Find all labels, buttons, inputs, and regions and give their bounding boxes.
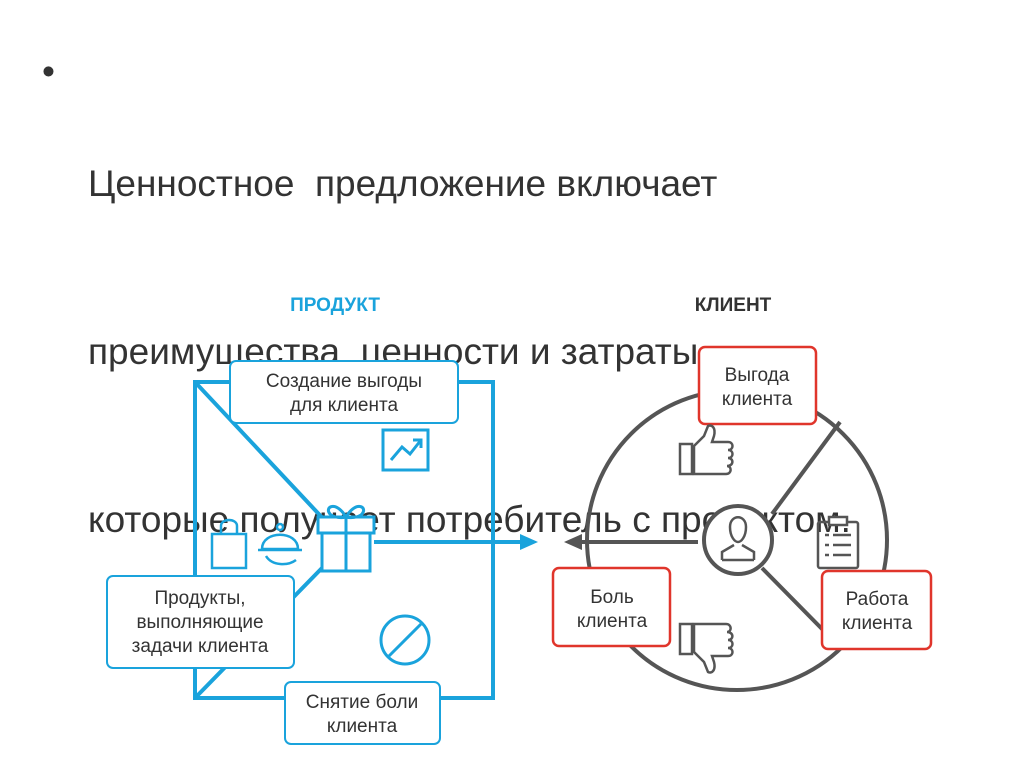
thumbs-up-icon [678, 424, 734, 476]
user-icon [720, 516, 756, 562]
gift-icon [316, 505, 376, 573]
chart-up-icon [381, 428, 430, 472]
jobs-line-1: Работа [846, 589, 909, 610]
products-line-2: выполняющие [136, 612, 263, 633]
gain-creators-box: Создание выгоды для клиента [229, 360, 459, 424]
jobs-line-2: клиента [842, 613, 913, 634]
products-line-1: Продукты, [154, 588, 245, 609]
bullet-symbol: • [42, 51, 55, 92]
clipboard-icon [816, 515, 860, 570]
client-pains-box: Боль клиента [551, 566, 672, 648]
client-gains-box: Выгода клиента [697, 345, 818, 426]
pain-relievers-box: Снятие боли клиента [284, 681, 441, 745]
gain-creators-line-1: Создание выгоды [266, 371, 422, 392]
product-title: ПРОДУКТ [290, 295, 380, 316]
pains-line-2: клиента [577, 611, 648, 632]
client-title: КЛИЕНТ [695, 295, 772, 316]
thumbs-down-icon [678, 622, 734, 674]
gains-line-1: Выгода [725, 365, 790, 386]
no-pain-icon [379, 614, 431, 666]
pains-line-1: Боль [590, 587, 634, 608]
products-services-box: Продукты, выполняющие задачи клиента [106, 575, 295, 669]
gain-creators-line-2: для клиента [290, 395, 399, 416]
shopping-bag-icon [210, 518, 248, 570]
service-cloche-icon [258, 522, 302, 566]
gains-line-2: клиента [722, 389, 793, 410]
pain-relievers-line-2: клиента [327, 716, 398, 737]
pain-relievers-line-1: Снятие боли [306, 692, 418, 713]
products-line-3: задачи клиента [132, 636, 269, 657]
bullet-line: Ценностное предложение включает [88, 163, 718, 204]
client-jobs-box: Работа клиента [820, 569, 933, 651]
